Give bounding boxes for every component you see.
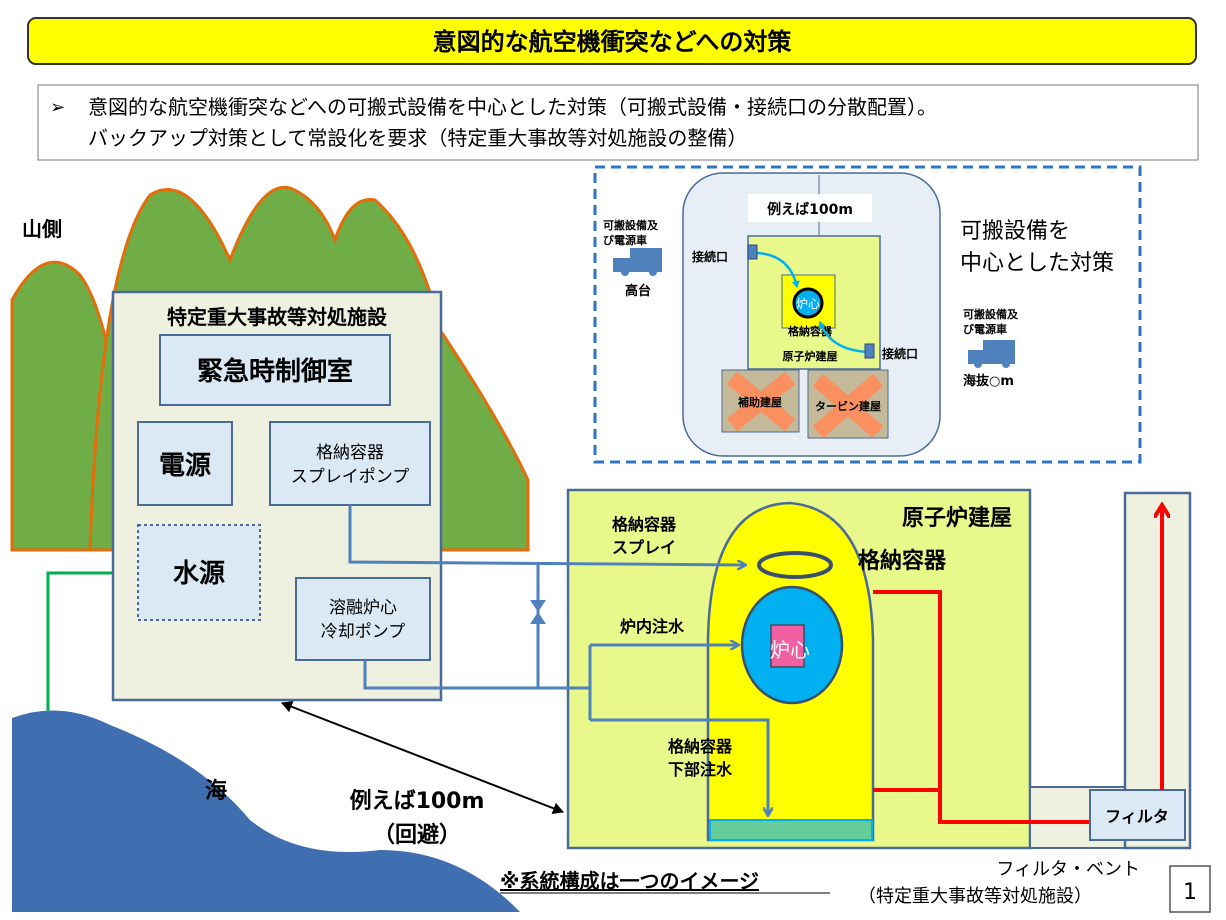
- inset-distance: 例えば100m: [767, 201, 853, 218]
- spray-label-1: 格納容器: [612, 515, 677, 534]
- vent-caption-1: フィルタ・ベント: [996, 859, 1140, 880]
- inset-connector-left: 接続口: [692, 249, 728, 264]
- distance-label: 例えば100m: [350, 789, 485, 814]
- pool: [709, 819, 873, 841]
- bullet-line-2: バックアップ対策として常設化を要求（特定重大事故等対処施設の整備）: [88, 126, 747, 150]
- truck-icon: [968, 340, 1015, 368]
- bullet-line-1: 意図的な航空機衝突などへの可搬式設備を中心とした対策（可搬式設備・接続口の分散配…: [88, 95, 937, 119]
- distance-indicator: 例えば100m （回避）: [281, 701, 564, 848]
- sea-label: 海: [205, 778, 227, 804]
- distance-note: （回避）: [373, 822, 461, 848]
- specific-facility: 特定重大事故等対処施設 緊急時制御室 電源 格納容器 スプレイポンプ 水源 溶融…: [111, 290, 443, 702]
- page-number-box: 1: [1169, 865, 1211, 913]
- filter-label: フィルタ: [1105, 807, 1169, 826]
- truck-icon: [613, 248, 662, 276]
- inset-connector-right: 接続口: [882, 346, 918, 361]
- water-source: 水源: [173, 559, 225, 589]
- page-number: 1: [1183, 880, 1197, 905]
- inset-truck-right-2: び電源車: [963, 322, 1007, 336]
- inset-truck-left-2: び電源車: [603, 233, 647, 247]
- inset-truck-right-location: 海抜○m: [963, 373, 1014, 389]
- core-icon: [770, 624, 805, 668]
- reactor-building-label: 原子炉建屋: [902, 506, 1012, 531]
- summary-box: ➢ 意図的な航空機衝突などへの可搬式設備を中心とした対策（可搬式設備・接続口の分…: [37, 84, 1199, 161]
- control-room: 緊急時制御室: [197, 356, 353, 387]
- filter-vent: フィルタ フィルタ・ベント （特定重大事故等対処施設）: [858, 491, 1192, 907]
- containment-label: 格納容器: [858, 548, 947, 574]
- spray-label-2: スプレイ: [612, 538, 676, 557]
- power-source: 電源: [159, 451, 211, 481]
- spray-pump-line2: スプレイポンプ: [291, 467, 410, 487]
- cooling-pump-line2: 冷却ポンプ: [321, 622, 406, 642]
- core-label: 炉心: [770, 638, 810, 662]
- valve-icon: [530, 600, 546, 624]
- mountain-side-label: 山側: [22, 217, 62, 241]
- note: ※系統構成は一つのイメージ: [500, 869, 759, 893]
- inset-containment: 格納容器: [788, 324, 833, 338]
- cooling-pump-line1: 溶融炉心: [329, 598, 397, 618]
- inset-reactor-building: 原子炉建屋: [783, 349, 838, 363]
- injection-label: 炉内注水: [620, 617, 685, 636]
- spray-ring: [757, 551, 833, 579]
- inset-portable-plan: 例えば100m 炉心 格納容器 原子炉建屋 接続口 接続口 補助建屋 タービン建…: [593, 165, 1142, 464]
- title-bar: 意図的な航空機衝突などへの対策: [27, 17, 1197, 65]
- lower-injection-label-2: 下部注水: [668, 760, 733, 779]
- bullet-marker-icon: ➢: [50, 97, 65, 118]
- page-title: 意図的な航空機衝突などへの対策: [433, 28, 793, 56]
- inset-turbine-building: タービン建屋: [815, 399, 881, 413]
- lower-injection-label-1: 格納容器: [668, 737, 733, 756]
- inset-caption-1: 可搬設備を: [960, 219, 1070, 244]
- inset-truck-right-1: 可搬設備及: [963, 307, 1019, 321]
- spray-pump-line1: 格納容器: [316, 443, 384, 463]
- inset-aux-building: 補助建屋: [737, 395, 782, 409]
- vent-caption-2: （特定重大事故等対処施設）: [858, 886, 1092, 907]
- reactor-building: 原子炉建屋 格納容器 炉心 格納容器 スプレイ 炉内注水 格納容器 下部注水: [566, 488, 1032, 850]
- sea: 海: [12, 710, 520, 912]
- injection-pipes: [348, 505, 768, 815]
- facility-title: 特定重大事故等対処施設: [167, 305, 388, 329]
- inset-truck-left-1: 可搬設備及: [603, 218, 659, 232]
- inset-core: 炉心: [796, 297, 820, 311]
- inset-truck-left-location: 高台: [625, 283, 651, 299]
- inset-caption-2: 中心とした対策: [960, 251, 1114, 276]
